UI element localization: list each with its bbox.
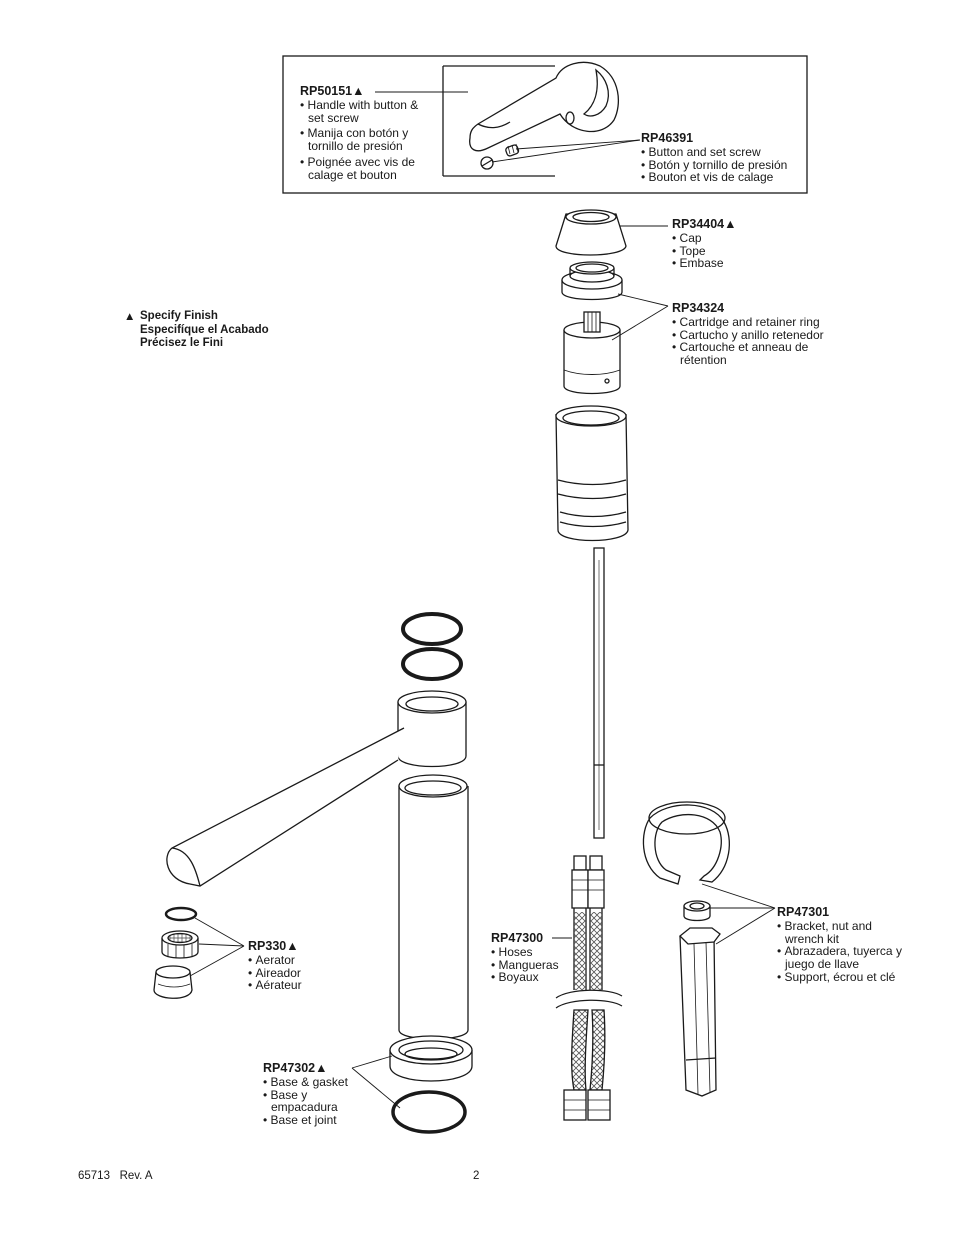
rp330-en: Aerator (248, 953, 302, 967)
cap (555, 209, 627, 256)
note-en: Specify Finish (140, 310, 218, 322)
rp46391-en: Button and set screw (641, 145, 787, 159)
rp34404-en: Cap (672, 231, 737, 245)
rp47302-fr: Base et joint (263, 1114, 353, 1127)
body-tube (398, 774, 469, 1040)
rp47301-fr: Support, écrou et clé (777, 971, 910, 984)
valve-body (555, 405, 629, 542)
retainer-ring (561, 261, 623, 301)
aerator-washer (164, 906, 198, 922)
part-number-rp330: RP330▲ (248, 939, 299, 953)
specify-finish-note: ▲ Specify Finish Especifíque el Acabado … (124, 310, 269, 351)
aerator-screen (161, 930, 199, 959)
rp47301-es: Abrazadera, tuyerca y juego de llave (777, 945, 910, 971)
label-rp47302: RP47302▲ Base & gasket Base y empacadura… (263, 1062, 353, 1127)
label-rp34324: RP34324 Cartridge and retainer ring Cart… (672, 302, 830, 367)
rp46391-fr: Bouton et vis de calage (641, 171, 787, 184)
finish-triangle-icon: ▲ (124, 311, 136, 323)
mounting-rod (593, 547, 605, 839)
rp47300-es: Mangueras (491, 958, 559, 972)
rp47302-es: Base y empacadura (263, 1088, 353, 1115)
cartridge (563, 311, 621, 395)
label-rp330: RP330▲ Aerator Aireador Aérateur (248, 940, 302, 992)
button (480, 156, 494, 170)
rp330-es: Aireador (248, 966, 302, 980)
rp34324-fr: Cartouche et anneau de rétention (672, 341, 830, 367)
o-ring-lower (401, 647, 463, 681)
footer-doc-number: 65713 Rev. A (78, 1170, 153, 1182)
mounting-bracket (642, 801, 730, 885)
footer-page-number: 2 (473, 1170, 480, 1182)
rp47300-fr: Boyaux (491, 971, 559, 984)
rp330-fr: Aérateur (248, 979, 302, 992)
label-rp47300: RP47300 Hoses Mangueras Boyaux (491, 932, 559, 984)
spout (166, 690, 467, 887)
part-number-rp47300: RP47300 (491, 931, 544, 945)
rp50151-en: Handle with button & set screw (300, 98, 426, 125)
o-ring-upper (401, 612, 463, 646)
label-rp50151: RP50151▲ Handle with button & set screw … (300, 85, 436, 182)
label-rp47301: RP47301 Bracket, nut and wrench kit Abra… (777, 906, 910, 984)
rp46391-es: Botón y tornillo de presión (641, 158, 788, 172)
rp47302-en: Base & gasket (263, 1075, 353, 1089)
handle-detail-box (282, 55, 808, 194)
note-fr: Précisez le Fini (140, 337, 224, 349)
part-number-rp47302: RP47302▲ (263, 1061, 328, 1075)
supply-hoses (555, 855, 623, 1121)
note-es: Especifíque el Acabado (140, 323, 269, 336)
part-number-rp47301: RP47301 (777, 905, 830, 919)
rp47300-en: Hoses (491, 945, 559, 959)
rp34324-es: Cartucho y anillo retenedor (672, 328, 830, 342)
base (389, 1035, 473, 1082)
handle (469, 61, 620, 152)
set-screw (505, 143, 520, 157)
mounting-nut (683, 900, 711, 922)
wrench (679, 927, 721, 1097)
rp34404-fr: Embase (672, 257, 737, 270)
label-rp46391: RP46391 Button and set screw Botón y tor… (641, 132, 787, 184)
part-number-rp34324: RP34324 (672, 301, 725, 315)
aerator-housing (153, 965, 193, 999)
part-number-rp50151: RP50151▲ (300, 84, 365, 98)
rp47301-en: Bracket, nut and wrench kit (777, 919, 893, 946)
rp50151-es: Manija con botón y tornillo de presión (300, 127, 426, 153)
part-number-rp46391: RP46391 (641, 131, 694, 145)
rp34324-en: Cartridge and retainer ring (672, 315, 830, 329)
rp34404-es: Tope (672, 244, 737, 258)
label-rp34404: RP34404▲ Cap Tope Embase (672, 218, 737, 270)
rp50151-fr: Poignée avec vis de calage et bouton (300, 156, 436, 182)
part-number-rp34404: RP34404▲ (672, 217, 737, 231)
gasket (391, 1090, 467, 1134)
